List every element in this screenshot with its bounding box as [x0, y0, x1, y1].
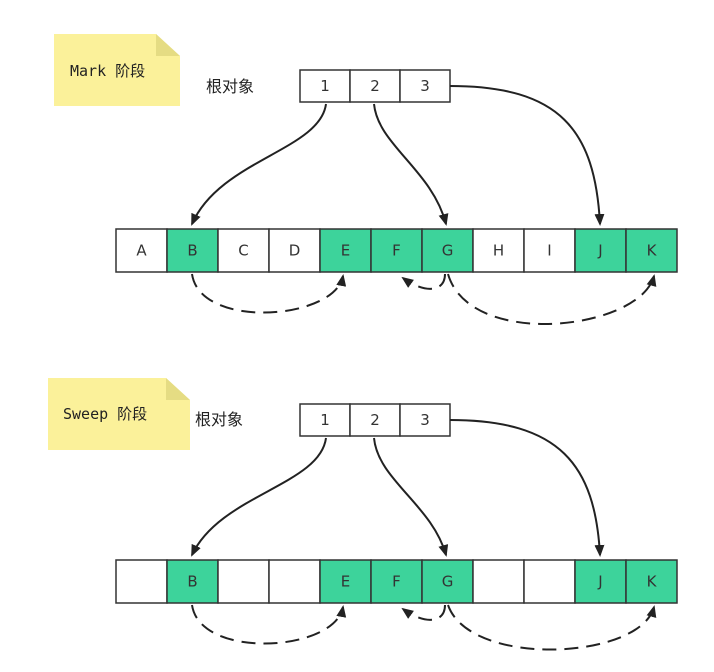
- heap-object-cell-empty: [115, 559, 168, 604]
- heap-object-label: D: [289, 242, 301, 260]
- heap-object-label: K: [647, 242, 658, 260]
- heap-object-cell-e: [319, 559, 372, 604]
- root-objects-label: 根对象: [206, 77, 254, 96]
- heap-object-label: B: [187, 573, 197, 591]
- mark-phase-panel: Mark 阶段 根对象 1 2 3 A B C D E F G H I J K: [54, 34, 678, 325]
- heap-object-cell-e: [319, 228, 372, 273]
- heap-object-label: J: [597, 573, 602, 591]
- heap-object-label: E: [341, 573, 350, 591]
- g-to-k-arrow: [447, 604, 657, 651]
- heap-object-cell-empty: [523, 559, 576, 604]
- root-2-to-g-arrow: [373, 437, 449, 557]
- heap-object-cell-i: [523, 228, 576, 273]
- heap-object-cell-g: [421, 228, 474, 273]
- mark-phase-label: Mark 阶段: [70, 62, 145, 80]
- heap-object-cell-f: [370, 228, 423, 273]
- root-1-to-b-arrow: [191, 437, 327, 557]
- heap-object-cell-j: [574, 559, 627, 604]
- heap-object-label: I: [547, 242, 551, 260]
- root-objects-label: 根对象: [195, 410, 243, 429]
- g-to-k-arrow: [447, 273, 657, 325]
- heap-object-label: F: [392, 573, 401, 591]
- heap-object-cell-c: [217, 228, 270, 273]
- heap-object-cell-g: [421, 559, 474, 604]
- heap-object-label: K: [647, 573, 658, 591]
- root-3: 3: [420, 77, 430, 95]
- g-to-f-arrow: [401, 604, 446, 621]
- heap-object-label: B: [187, 242, 197, 260]
- sweep-phase-panel: Sweep 阶段 根对象 1 2 3 B E F G J K: [48, 378, 678, 651]
- root-1-to-b-arrow: [191, 103, 327, 226]
- root-set: 1 2 3: [299, 69, 451, 103]
- root-2: 2: [370, 411, 380, 429]
- root-2: 2: [370, 77, 380, 95]
- heap-object-cell-d: [268, 228, 321, 273]
- heap-object-cell-empty: [472, 559, 525, 604]
- heap-object-cell-b: [166, 228, 219, 273]
- heap-object-label: J: [597, 242, 602, 260]
- root-1: 1: [320, 77, 330, 95]
- root-3-to-j-arrow: [449, 419, 605, 557]
- b-to-e-arrow: [191, 273, 347, 314]
- heap-object-cell-k: [625, 559, 678, 604]
- heap-object-label: F: [392, 242, 401, 260]
- heap-row: A B C D E F G H I J K: [115, 228, 678, 273]
- heap-object-label: A: [136, 242, 147, 260]
- root-1: 1: [320, 411, 330, 429]
- heap-object-cell-empty: [217, 559, 270, 604]
- heap-object-cell-k: [625, 228, 678, 273]
- heap-object-label: H: [493, 242, 504, 260]
- root-2-to-g-arrow: [373, 103, 449, 226]
- heap-object-label: G: [442, 242, 454, 260]
- root-set: 1 2 3: [299, 403, 451, 437]
- sweep-phase-label: Sweep 阶段: [63, 405, 147, 423]
- g-to-f-arrow: [401, 273, 446, 290]
- heap-object-label: G: [442, 573, 454, 591]
- references: [191, 419, 657, 651]
- references: [191, 85, 657, 325]
- sweep-phase-note: Sweep 阶段: [48, 378, 190, 450]
- heap-object-cell-j: [574, 228, 627, 273]
- root-3-to-j-arrow: [449, 85, 605, 226]
- heap-object-cell-empty: [268, 559, 321, 604]
- mark-phase-note: Mark 阶段: [54, 34, 180, 106]
- heap-object-label: E: [341, 242, 350, 260]
- b-to-e-arrow: [191, 604, 347, 645]
- heap-object-cell-f: [370, 559, 423, 604]
- heap-object-label: C: [238, 242, 248, 260]
- root-3: 3: [420, 411, 430, 429]
